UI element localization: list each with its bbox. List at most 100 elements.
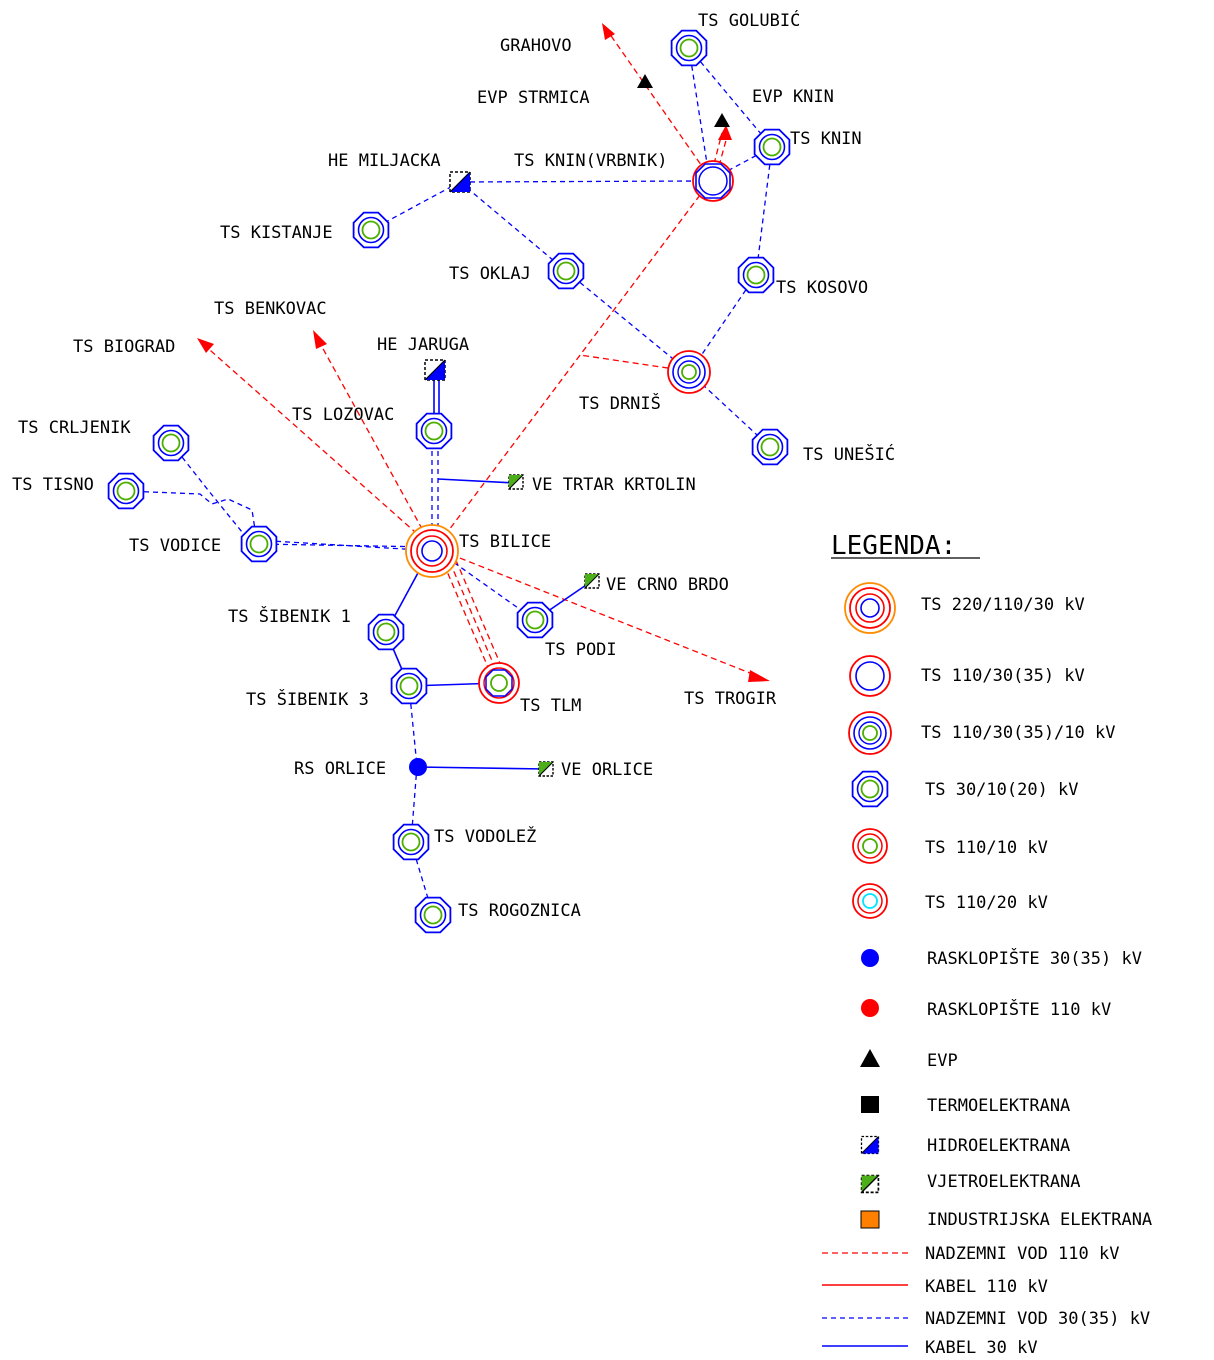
ts-kosovo-node bbox=[737, 256, 775, 294]
switchyard-110-icon bbox=[861, 999, 879, 1017]
arrow-biograd bbox=[197, 338, 214, 353]
he-miljacka-node bbox=[449, 171, 471, 193]
label-ts-podi: TS PODI bbox=[545, 640, 617, 660]
legend-label: INDUSTRIJSKA ELEKTRANA bbox=[927, 1210, 1152, 1230]
industrial-plant-icon bbox=[860, 1210, 880, 1229]
ts-drnis-node bbox=[667, 350, 711, 394]
label-ts-biograd: TS BIOGRAD bbox=[73, 337, 175, 357]
legend: LEGENDA: bbox=[822, 531, 1152, 1358]
label-ts-vodolez: TS VODOLEŽ bbox=[434, 825, 536, 847]
evp-knin-node bbox=[714, 113, 730, 127]
label-ts-benkovac: TS BENKOVAC bbox=[214, 299, 327, 319]
legend-label: NADZEMNI VOD 30(35) kV bbox=[925, 1309, 1150, 1329]
label-ve-trtar: VE TRTAR KRTOLIN bbox=[532, 475, 696, 495]
ve-crno-brdo-node bbox=[584, 573, 600, 589]
ts-sibenik1-node bbox=[367, 613, 405, 651]
label-grahovo: GRAHOVO bbox=[500, 36, 572, 56]
ts-knin-vrbnik-node bbox=[692, 160, 734, 202]
label-he-miljacka: HE MILJACKA bbox=[328, 151, 441, 171]
thermal-plant-icon bbox=[861, 1096, 879, 1113]
legend-label: EVP bbox=[927, 1051, 958, 1071]
wind-plant-icon bbox=[860, 1174, 880, 1194]
label-ts-vodice: TS VODICE bbox=[129, 536, 221, 556]
stations bbox=[107, 29, 791, 934]
legend-label: KABEL 110 kV bbox=[925, 1277, 1048, 1297]
arrow-grahovo bbox=[602, 23, 615, 40]
label-he-jaruga: HE JARUGA bbox=[377, 335, 469, 355]
ts-30-10-icon bbox=[851, 770, 889, 808]
label-ts-golubic: TS GOLUBIĆ bbox=[698, 9, 800, 31]
ts-tisno-node bbox=[107, 472, 145, 510]
ts-sibenik3-node bbox=[390, 667, 428, 705]
legend-label: TS 110/20 kV bbox=[925, 893, 1048, 913]
label-ts-unesic: TS UNEŠIĆ bbox=[803, 443, 895, 465]
ts-220-110-30-icon bbox=[844, 582, 896, 634]
rs-orlice-node bbox=[409, 758, 427, 776]
legend-label: RASKLOPIŠTE 110 kV bbox=[927, 998, 1111, 1020]
ts-podi-node bbox=[516, 601, 554, 639]
line-arrowheads bbox=[197, 23, 770, 682]
ts-tlm-node bbox=[478, 662, 520, 704]
label-ts-drnis: TS DRNIŠ bbox=[579, 392, 661, 414]
label-ts-knin: TS KNIN bbox=[790, 129, 862, 149]
legend-label: TS 110/30(35)/10 kV bbox=[921, 723, 1115, 743]
label-ts-bilice: TS BILICE bbox=[459, 532, 551, 552]
label-ts-crljenik: TS CRLJENIK bbox=[18, 418, 131, 438]
ts-110-10-icon bbox=[852, 828, 888, 864]
ts-kistanje-node bbox=[352, 211, 390, 249]
ve-trtar-node bbox=[508, 474, 524, 490]
ts-golubic-node bbox=[670, 29, 708, 67]
legend-label: TS 220/110/30 kV bbox=[921, 595, 1085, 615]
ts-rogoznica-node bbox=[414, 896, 452, 934]
label-ts-rogoznica: TS ROGOZNICA bbox=[458, 901, 581, 921]
legend-label: RASKLOPIŠTE 30(35) kV bbox=[927, 947, 1142, 969]
label-ts-oklaj: TS OKLAJ bbox=[449, 264, 531, 284]
ts-lozovac-node bbox=[415, 412, 453, 450]
ts-110-30-icon bbox=[849, 655, 891, 697]
label-ts-sibenik3: TS ŠIBENIK 3 bbox=[246, 688, 369, 710]
evp-strmica-node bbox=[637, 74, 653, 88]
station-labels: TS GOLUBIĆ GRAHOVO EVP STRMICA EVP KNIN … bbox=[12, 9, 895, 921]
ts-vodice-node bbox=[240, 525, 278, 563]
ve-orlice-node bbox=[538, 761, 554, 777]
ts-110-30-10-icon bbox=[848, 711, 892, 755]
ts-oklaj-node bbox=[547, 252, 585, 290]
ts-bilice-node bbox=[405, 524, 459, 578]
legend-label: HIDROELEKTRANA bbox=[927, 1136, 1070, 1156]
switchyard-30-icon bbox=[861, 949, 879, 967]
legend-label: VJETROELEKTRANA bbox=[927, 1172, 1081, 1192]
ts-vodolez-node bbox=[392, 823, 430, 861]
label-rs-orlice: RS ORLICE bbox=[294, 759, 386, 779]
label-evp-strmica: EVP STRMICA bbox=[477, 88, 590, 108]
label-evp-knin: EVP KNIN bbox=[752, 87, 834, 107]
label-ve-crno-brdo: VE CRNO BRDO bbox=[606, 575, 729, 595]
ts-knin-node bbox=[753, 128, 791, 166]
label-ts-trogir: TS TROGIR bbox=[684, 689, 777, 709]
ts-unesic-node bbox=[751, 428, 789, 466]
evp-icon bbox=[860, 1049, 880, 1067]
arrow-evp-knin bbox=[718, 125, 732, 140]
ts-110-20-icon bbox=[852, 883, 888, 919]
he-jaruga-node bbox=[424, 359, 446, 381]
ts-crljenik-node bbox=[152, 424, 190, 462]
label-ve-orlice: VE ORLICE bbox=[561, 760, 653, 780]
arrow-trogir bbox=[748, 670, 770, 682]
legend-label: TERMOELEKTRANA bbox=[927, 1096, 1070, 1116]
label-ts-kistanje: TS KISTANJE bbox=[220, 223, 333, 243]
label-ts-tisno: TS TISNO bbox=[12, 475, 94, 495]
legend-label: KABEL 30 kV bbox=[925, 1338, 1038, 1358]
legend-title: LEGENDA: bbox=[831, 531, 956, 561]
legend-label: TS 110/30(35) kV bbox=[921, 666, 1085, 686]
label-ts-knin-vrbnik: TS KNIN(VRBNIK) bbox=[514, 151, 668, 171]
legend-label: NADZEMNI VOD 110 kV bbox=[925, 1244, 1119, 1264]
arrow-benkovac bbox=[313, 330, 327, 349]
label-ts-sibenik1: TS ŠIBENIK 1 bbox=[228, 605, 351, 627]
hydro-plant-icon bbox=[860, 1135, 880, 1155]
legend-label: TS 110/10 kV bbox=[925, 838, 1048, 858]
legend-label: TS 30/10(20) kV bbox=[925, 780, 1079, 800]
label-ts-tlm: TS TLM bbox=[520, 696, 581, 716]
label-ts-lozovac: TS LOZOVAC bbox=[292, 405, 394, 425]
lines-110kv bbox=[201, 29, 766, 680]
label-ts-kosovo: TS KOSOVO bbox=[776, 278, 868, 298]
